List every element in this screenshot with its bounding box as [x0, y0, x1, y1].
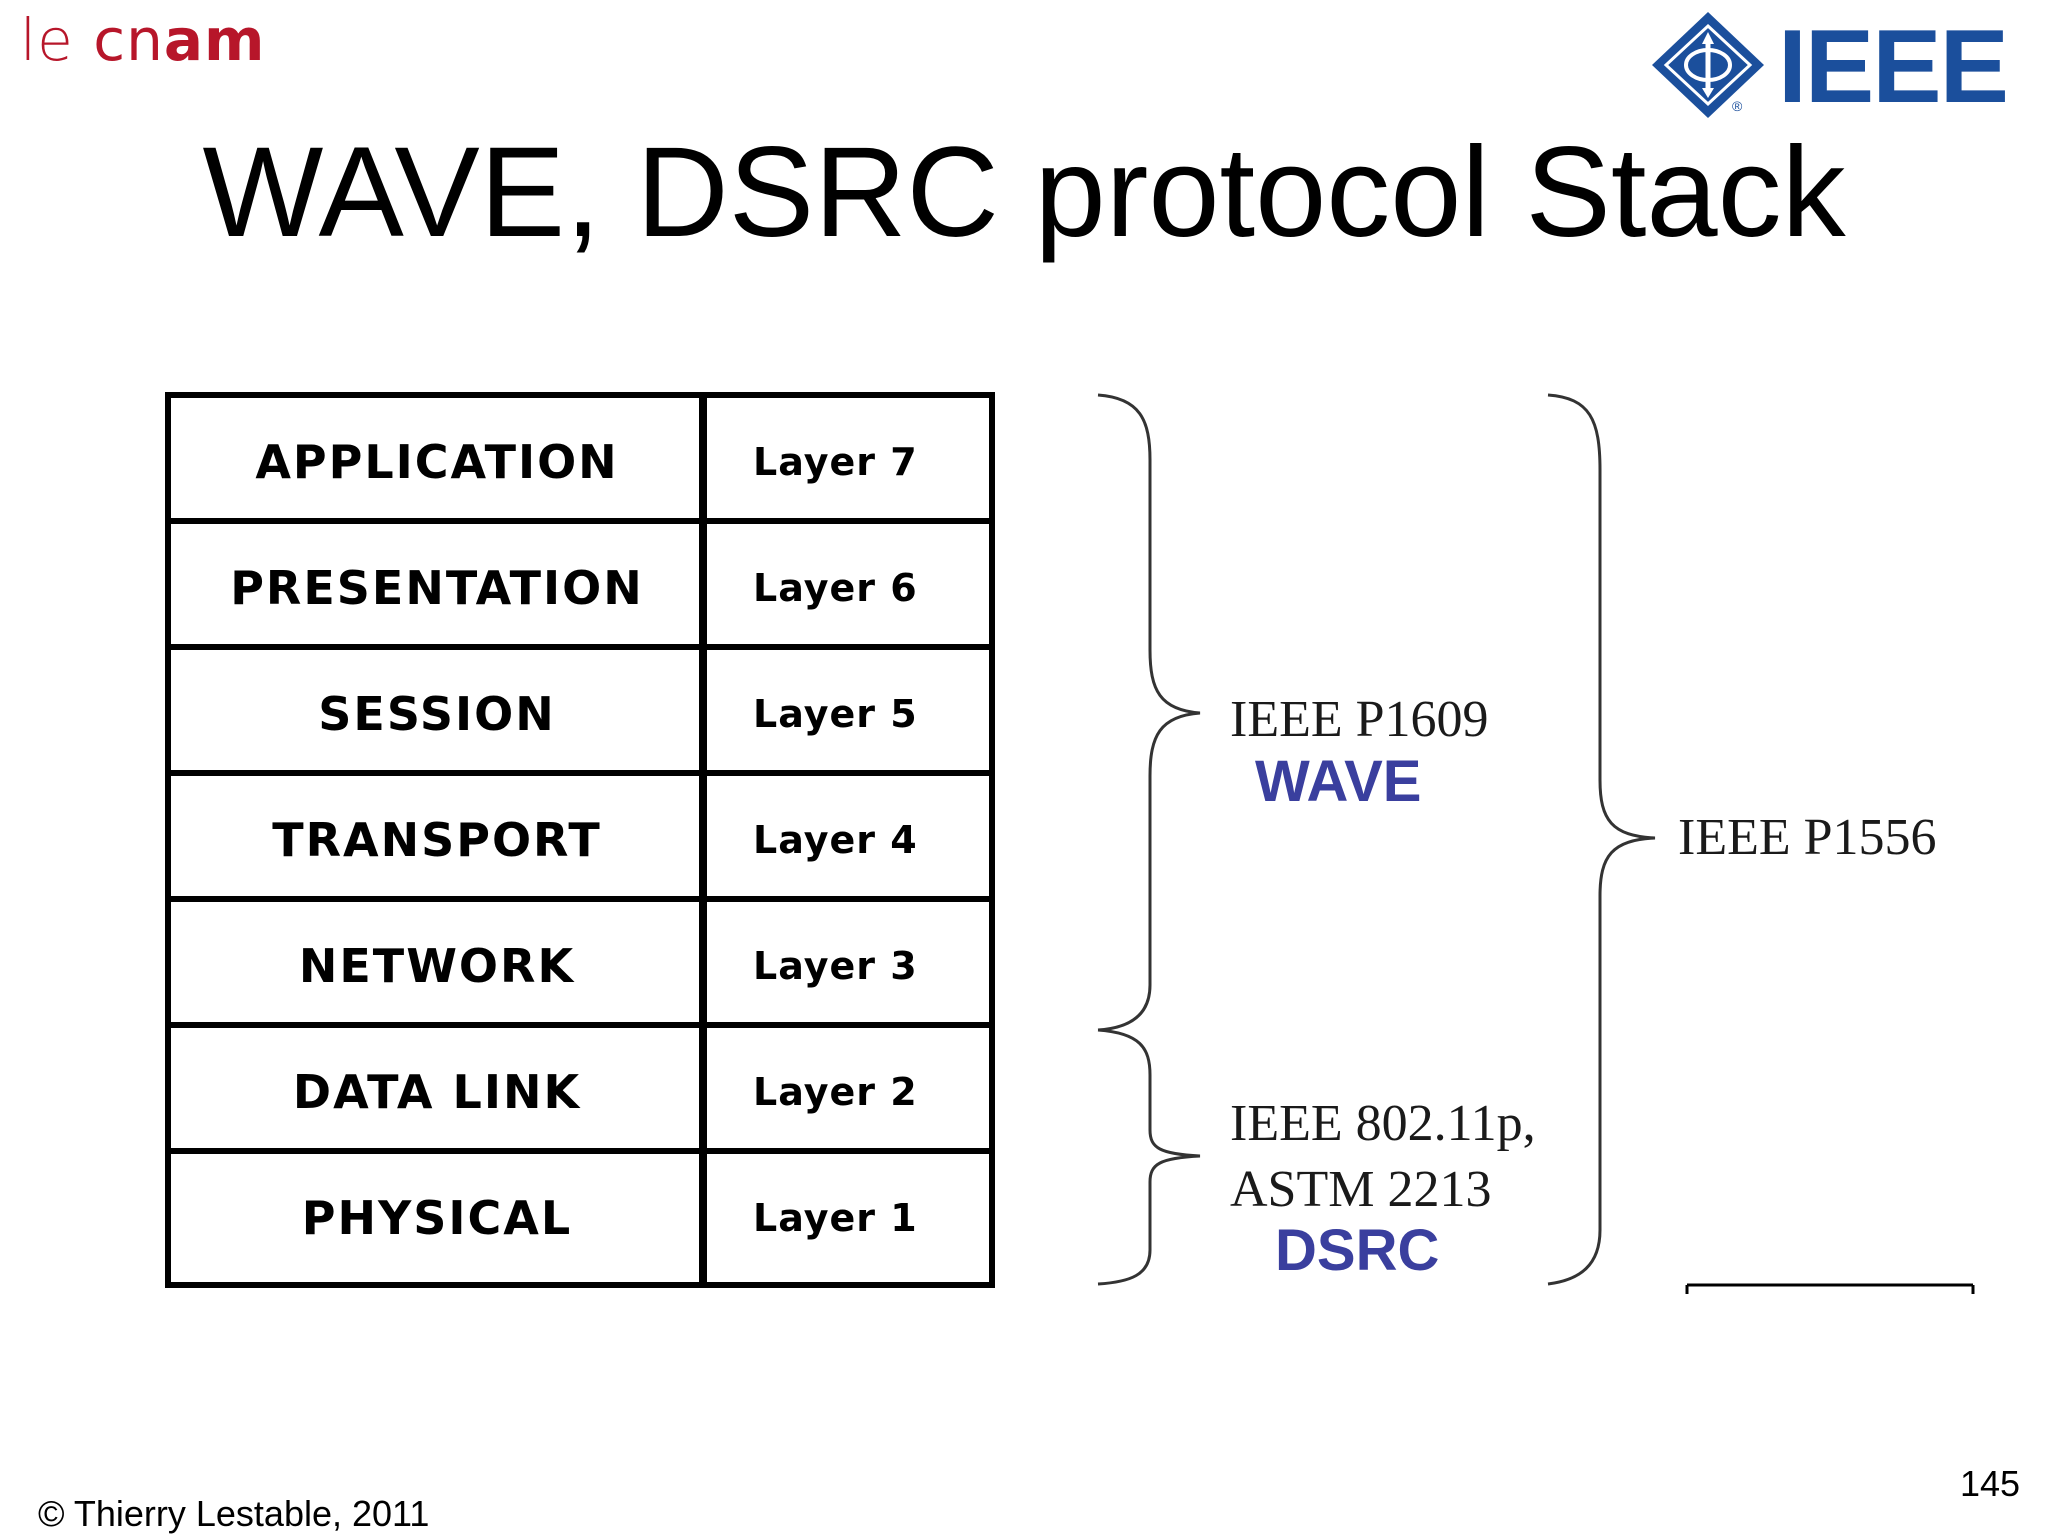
stack-row-layer-3: NETWORK Layer 3: [171, 902, 989, 1029]
stack-row-name: TRANSPORT: [272, 812, 602, 867]
slide-page-number: 145: [1960, 1463, 2021, 1504]
cnam-logo: le cnam: [20, 6, 265, 74]
stack-row-layer: Layer 1: [753, 1195, 918, 1240]
stack-row-divider: [171, 770, 989, 776]
bottom-right-bracket-line: [1685, 1283, 1975, 1294]
stack-row-layer: Layer 3: [753, 943, 918, 988]
stack-row-layer: Layer 4: [753, 817, 918, 862]
dsrc-brace: [1097, 1028, 1201, 1286]
stack-row-divider: [171, 896, 989, 902]
stack-row-divider: [171, 644, 989, 650]
wave-standard-label: IEEE P1609: [1230, 691, 1489, 748]
ieee-logo: IEEE ®: [1650, 9, 2030, 125]
stack-row-layer: Layer 2: [753, 1069, 918, 1114]
stack-row-layer-2: DATA LINK Layer 2: [171, 1028, 989, 1155]
stack-row-layer-5: SESSION Layer 5: [171, 650, 989, 777]
stack-row-name: NETWORK: [298, 938, 576, 993]
stack-row-name: SESSION: [318, 686, 556, 741]
dsrc-standard-label-line2: ASTM 2213: [1230, 1161, 1492, 1218]
stack-row-layer: Layer 7: [753, 439, 918, 484]
wave-brace: [1097, 393, 1201, 1032]
stack-row-layer-1: PHYSICAL Layer 1: [171, 1154, 989, 1281]
stack-row-name: APPLICATION: [255, 434, 619, 489]
stack-row-name: DATA LINK: [292, 1064, 582, 1119]
stack-row-name: PRESENTATION: [230, 560, 644, 615]
stack-row-layer-6: PRESENTATION Layer 6: [171, 524, 989, 651]
cnam-logo-am: am: [163, 6, 266, 74]
stack-row-divider: [171, 518, 989, 524]
slide-title: WAVE, DSRC protocol Stack: [202, 121, 1846, 264]
stack-row-name: PHYSICAL: [301, 1190, 573, 1245]
footer-copyright: © Thierry Lestable, 2011: [38, 1493, 430, 1534]
osi-stack-table: APPLICATION Layer 7 PRESENTATION Layer 6…: [165, 392, 995, 1288]
stack-row-layer: Layer 5: [753, 691, 918, 736]
ieee-registered-mark: ®: [1732, 98, 1743, 114]
stack-row-divider: [171, 1148, 989, 1154]
cnam-logo-cn: cn: [93, 6, 164, 74]
stack-row-layer-4: TRANSPORT Layer 4: [171, 776, 989, 903]
stack-row-layer: Layer 6: [753, 565, 918, 610]
p1556-brace: [1547, 393, 1656, 1286]
stack-row-divider: [171, 1022, 989, 1028]
dsrc-name-label: DSRC: [1275, 1218, 1440, 1283]
ieee-diamond-icon: [1652, 12, 1764, 118]
stack-row-layer-7: APPLICATION Layer 7: [171, 398, 989, 525]
ieee-logo-wordmark: IEEE: [1778, 9, 2009, 125]
overall-standard-label: IEEE P1556: [1678, 809, 1937, 866]
dsrc-standard-label-line1: IEEE 802.11p,: [1230, 1095, 1536, 1152]
stack-column-divider: [699, 398, 707, 1282]
cnam-logo-le: le: [20, 6, 94, 74]
wave-name-label: WAVE: [1255, 749, 1422, 814]
